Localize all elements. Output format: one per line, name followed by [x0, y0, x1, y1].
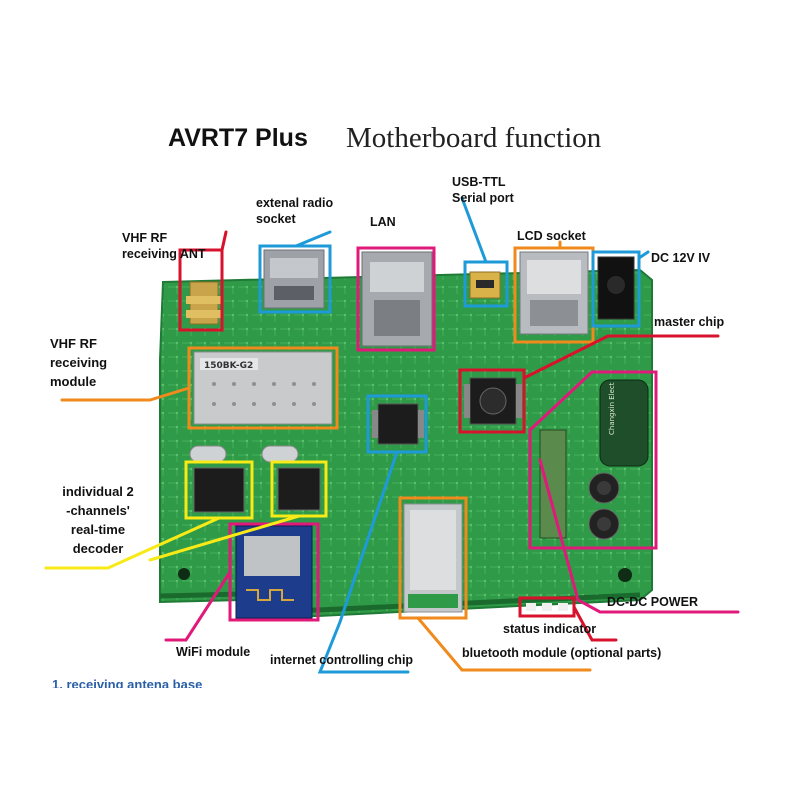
mount-hole — [178, 568, 190, 580]
label-vhf-ant: VHF RF receiving ANT — [122, 230, 206, 262]
leader-usb — [460, 196, 488, 264]
highlight-dcdc — [528, 370, 658, 550]
highlight-bluetooth — [398, 496, 468, 620]
label-decoder: individual 2 -channels' real-time decode… — [46, 482, 150, 558]
label-line: receiving ANT — [122, 247, 206, 261]
lcd-socket-connector — [519, 251, 589, 335]
highlight-vhf-ant — [178, 248, 224, 332]
leader-wifi — [164, 570, 232, 642]
label-line: individual 2 — [62, 484, 134, 499]
label-wifi: WiFi module — [176, 645, 251, 659]
wifi-module-board — [235, 525, 313, 619]
rf-module-marking: 150BK-G2 — [204, 361, 253, 371]
label-line: socket — [256, 212, 296, 226]
label-lcd-socket: LCD socket — [517, 229, 586, 243]
bluetooth-module-board — [403, 503, 463, 613]
label-line: extenal radio — [256, 196, 334, 210]
capacitor-marking: Changxin Elect — [608, 382, 616, 435]
internet-chip — [372, 403, 424, 445]
label-line: VHF RF — [122, 231, 168, 245]
leader-rf-module — [60, 386, 191, 402]
rf-module-shield: 150BK-G2 — [193, 351, 333, 425]
label-line: Serial port — [452, 191, 514, 205]
status-leds — [526, 603, 568, 611]
label-radio-socket: extenal radio socket — [256, 195, 333, 227]
radio-socket — [263, 249, 325, 309]
highlight-dc-in — [591, 250, 641, 328]
dc-jack — [597, 256, 635, 320]
leader-decoder-right — [148, 514, 301, 562]
sma-antenna-connector — [186, 281, 222, 325]
label-line: USB-TTL — [452, 175, 506, 189]
label-line: VHF RF — [50, 336, 97, 351]
label-line: receiving — [50, 355, 108, 370]
decoder-chip-left — [193, 467, 245, 513]
label-line: -channels' — [66, 503, 130, 518]
label-line: real-time — [70, 522, 126, 537]
label-master-chip: master chip — [654, 315, 725, 329]
label-dcdc: DC-DC POWER — [607, 595, 698, 609]
leader-radio — [294, 230, 332, 248]
label-vhf-module: VHF RF receiving module — [50, 334, 107, 391]
label-status: status indicator — [503, 622, 597, 636]
usb-ttl-port — [469, 271, 501, 299]
title-model: AVRT7 Plus — [168, 124, 308, 152]
title-subtitle: Motherboard function — [346, 122, 602, 154]
leader-internet-chip — [317, 450, 410, 674]
lan-jack — [361, 251, 433, 347]
dcdc-components: Changxin Elect — [539, 379, 649, 540]
decoder-chip-right — [277, 467, 321, 511]
leader-dcdc — [538, 458, 740, 614]
label-dc-in: DC 12V IV — [651, 251, 711, 265]
leader-decoder-left — [44, 516, 221, 570]
leader-dc — [637, 250, 650, 260]
label-usb-ttl: USB-TTL Serial port — [452, 174, 514, 206]
leader-vhf-ant — [220, 230, 228, 252]
highlight-master-chip — [458, 368, 526, 434]
label-line: decoder — [72, 541, 124, 556]
leader-master-chip — [522, 334, 720, 380]
footnote-caption: 1. receiving antena base — [52, 677, 203, 688]
label-line: module — [50, 374, 97, 389]
label-internet-chip: internet controlling chip — [270, 653, 414, 667]
mount-hole — [618, 568, 632, 582]
label-bluetooth: bluetooth module (optional parts) — [462, 646, 662, 660]
label-lan: LAN — [370, 215, 396, 229]
leader-status — [572, 605, 618, 642]
master-chip — [464, 377, 522, 425]
leader-bluetooth — [416, 616, 592, 672]
highlight-lan — [356, 246, 436, 352]
